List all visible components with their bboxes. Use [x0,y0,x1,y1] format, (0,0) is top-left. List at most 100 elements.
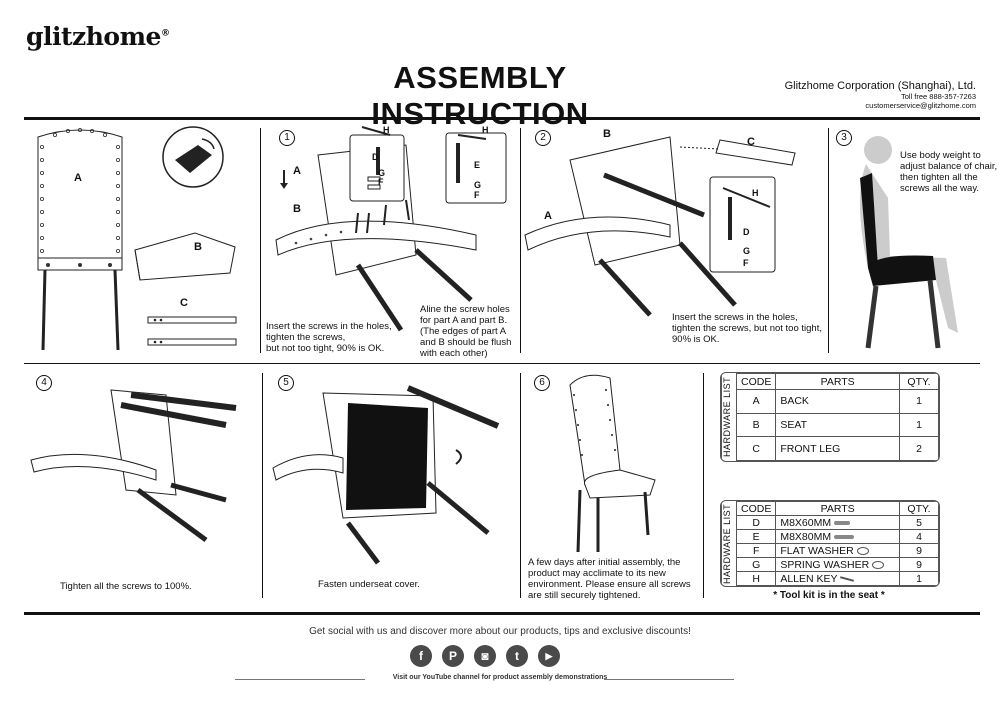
top-rule [24,117,980,120]
table-cell: FLAT WASHER [775,543,900,558]
part-label: C [747,136,755,148]
table-cell: 1 [899,389,939,414]
support-email: customerservice@glitzhome.com [865,101,976,110]
divider [262,373,263,598]
callout-label: E [474,160,481,170]
callout-label: F [743,258,749,268]
divider [703,373,704,598]
table-cell: A [735,389,777,414]
table-cell: H [735,571,777,586]
youtube-link[interactable]: Visit our YouTube channel for product as… [392,674,608,681]
table-cell: E [735,529,777,544]
part-label: B [603,128,611,140]
callout-label: G [378,168,386,178]
divider [828,128,829,353]
parts-table: CODE PARTS QTY. A BACK 1 B SEAT 1 C FRON… [735,373,939,461]
bottom-rule [24,612,980,615]
part-label: A [544,210,552,222]
hardware-list-table: HARDWARE LIST CODE PARTS QTY. D M8X60MM … [720,500,940,587]
washer-icon [856,546,869,555]
step-5-illustration [272,385,500,565]
table-cell: SPRING WASHER [775,557,900,572]
table-cell: D [735,515,777,530]
callout-label: D [743,227,750,237]
callout-label: D [372,152,379,162]
table-row: B SEAT 1 [735,412,939,438]
table-row: A BACK 1 [735,389,939,414]
table-header: CODE [735,501,777,516]
step-5-caption: Fasten underseat cover. [318,579,420,590]
divider [520,128,521,353]
pinterest-icon[interactable]: P [442,645,464,667]
social-text: Get social with us and discover more abo… [309,626,691,637]
table-cell: 4 [899,529,939,544]
table-cell: F [735,543,777,558]
part-c-label: C [180,297,188,309]
youtube-icon[interactable]: ▶ [538,645,560,667]
step-1-illustration [275,126,507,332]
step-3-illustration [859,136,958,349]
table-header-row: CODE PARTS QTY. [735,501,939,516]
step-number: 6 [534,375,550,391]
middle-rule [24,363,980,364]
step-4-caption: Tighten all the screws to 100%. [60,581,192,592]
bolt-icon [834,520,851,525]
table-cell: 1 [899,412,939,438]
step-number: 1 [279,130,295,146]
spring-washer-icon [872,560,885,569]
callout-label: G [474,180,482,190]
part-b-label: B [194,241,202,253]
table-cell-text: SPRING WASHER [780,558,870,571]
twitter-icon[interactable]: t [506,645,528,667]
table-row: C FRONT LEG 2 [735,436,939,461]
company-info: Glitzhome Corporation (Shanghai), Ltd. T… [785,80,976,110]
step-number: 5 [278,375,294,391]
table-header: QTY. [899,501,939,516]
facebook-icon[interactable]: f [410,645,432,667]
divider [520,373,521,598]
table-cell-text: FLAT WASHER [780,544,854,557]
footer-line [604,679,734,680]
table-cell: 2 [899,436,939,461]
step-2-caption: Insert the screws in the holes, tighten … [672,312,822,345]
table-cell: FRONT LEG [775,436,900,461]
step-number: 3 [836,130,852,146]
table-row: D M8X60MM 5 [735,515,939,530]
company-name: Glitzhome Corporation (Shanghai), Ltd. [784,80,976,92]
toll-free: Toll free 888-357-7263 [900,92,976,101]
callout-label: F [474,190,480,200]
brand-logo: glitzhome® [26,22,170,51]
toolkit-note: * Tool kit is in the seat * [773,590,885,601]
table-cell: ALLEN KEY [775,571,900,586]
table-header: PARTS [775,373,900,390]
divider [260,128,261,353]
step-1-note: Aline the screw holes for part A and par… [420,304,512,359]
step-2-illustration [524,136,796,317]
table-cell: 9 [899,557,939,572]
table-header-row: CODE PARTS QTY. [735,373,939,390]
table-cell: 1 [899,571,939,586]
table-cell: M8X80MM [775,529,900,544]
instagram-icon[interactable]: ◙ [474,645,496,667]
callout-label: G [743,246,751,256]
table-cell: SEAT [775,412,900,438]
table-row: F FLAT WASHER 9 [735,543,939,558]
table-header: CODE [735,373,777,390]
step-6-caption: A few days after initial assembly, the p… [528,557,691,601]
table-cell: G [735,557,777,572]
arrow-label-bottom: B [293,203,301,215]
table-cell: BACK [775,389,900,414]
footer-line [235,679,365,680]
table-cell: M8X60MM [775,515,900,530]
table-cell: B [735,412,777,438]
hardware-table: CODE PARTS QTY. D M8X60MM 5 E M8X80MM 4 … [735,501,939,586]
table-cell: 5 [899,515,939,530]
table-cell-text: ALLEN KEY [780,572,838,585]
table-row: H ALLEN KEY 1 [735,571,939,586]
callout-label: H [482,125,489,135]
parts-overview-illustration [37,126,237,351]
step-number: 2 [535,130,551,146]
table-cell: 9 [899,543,939,558]
step-6-illustration [569,374,656,553]
bolt-icon [834,534,855,539]
